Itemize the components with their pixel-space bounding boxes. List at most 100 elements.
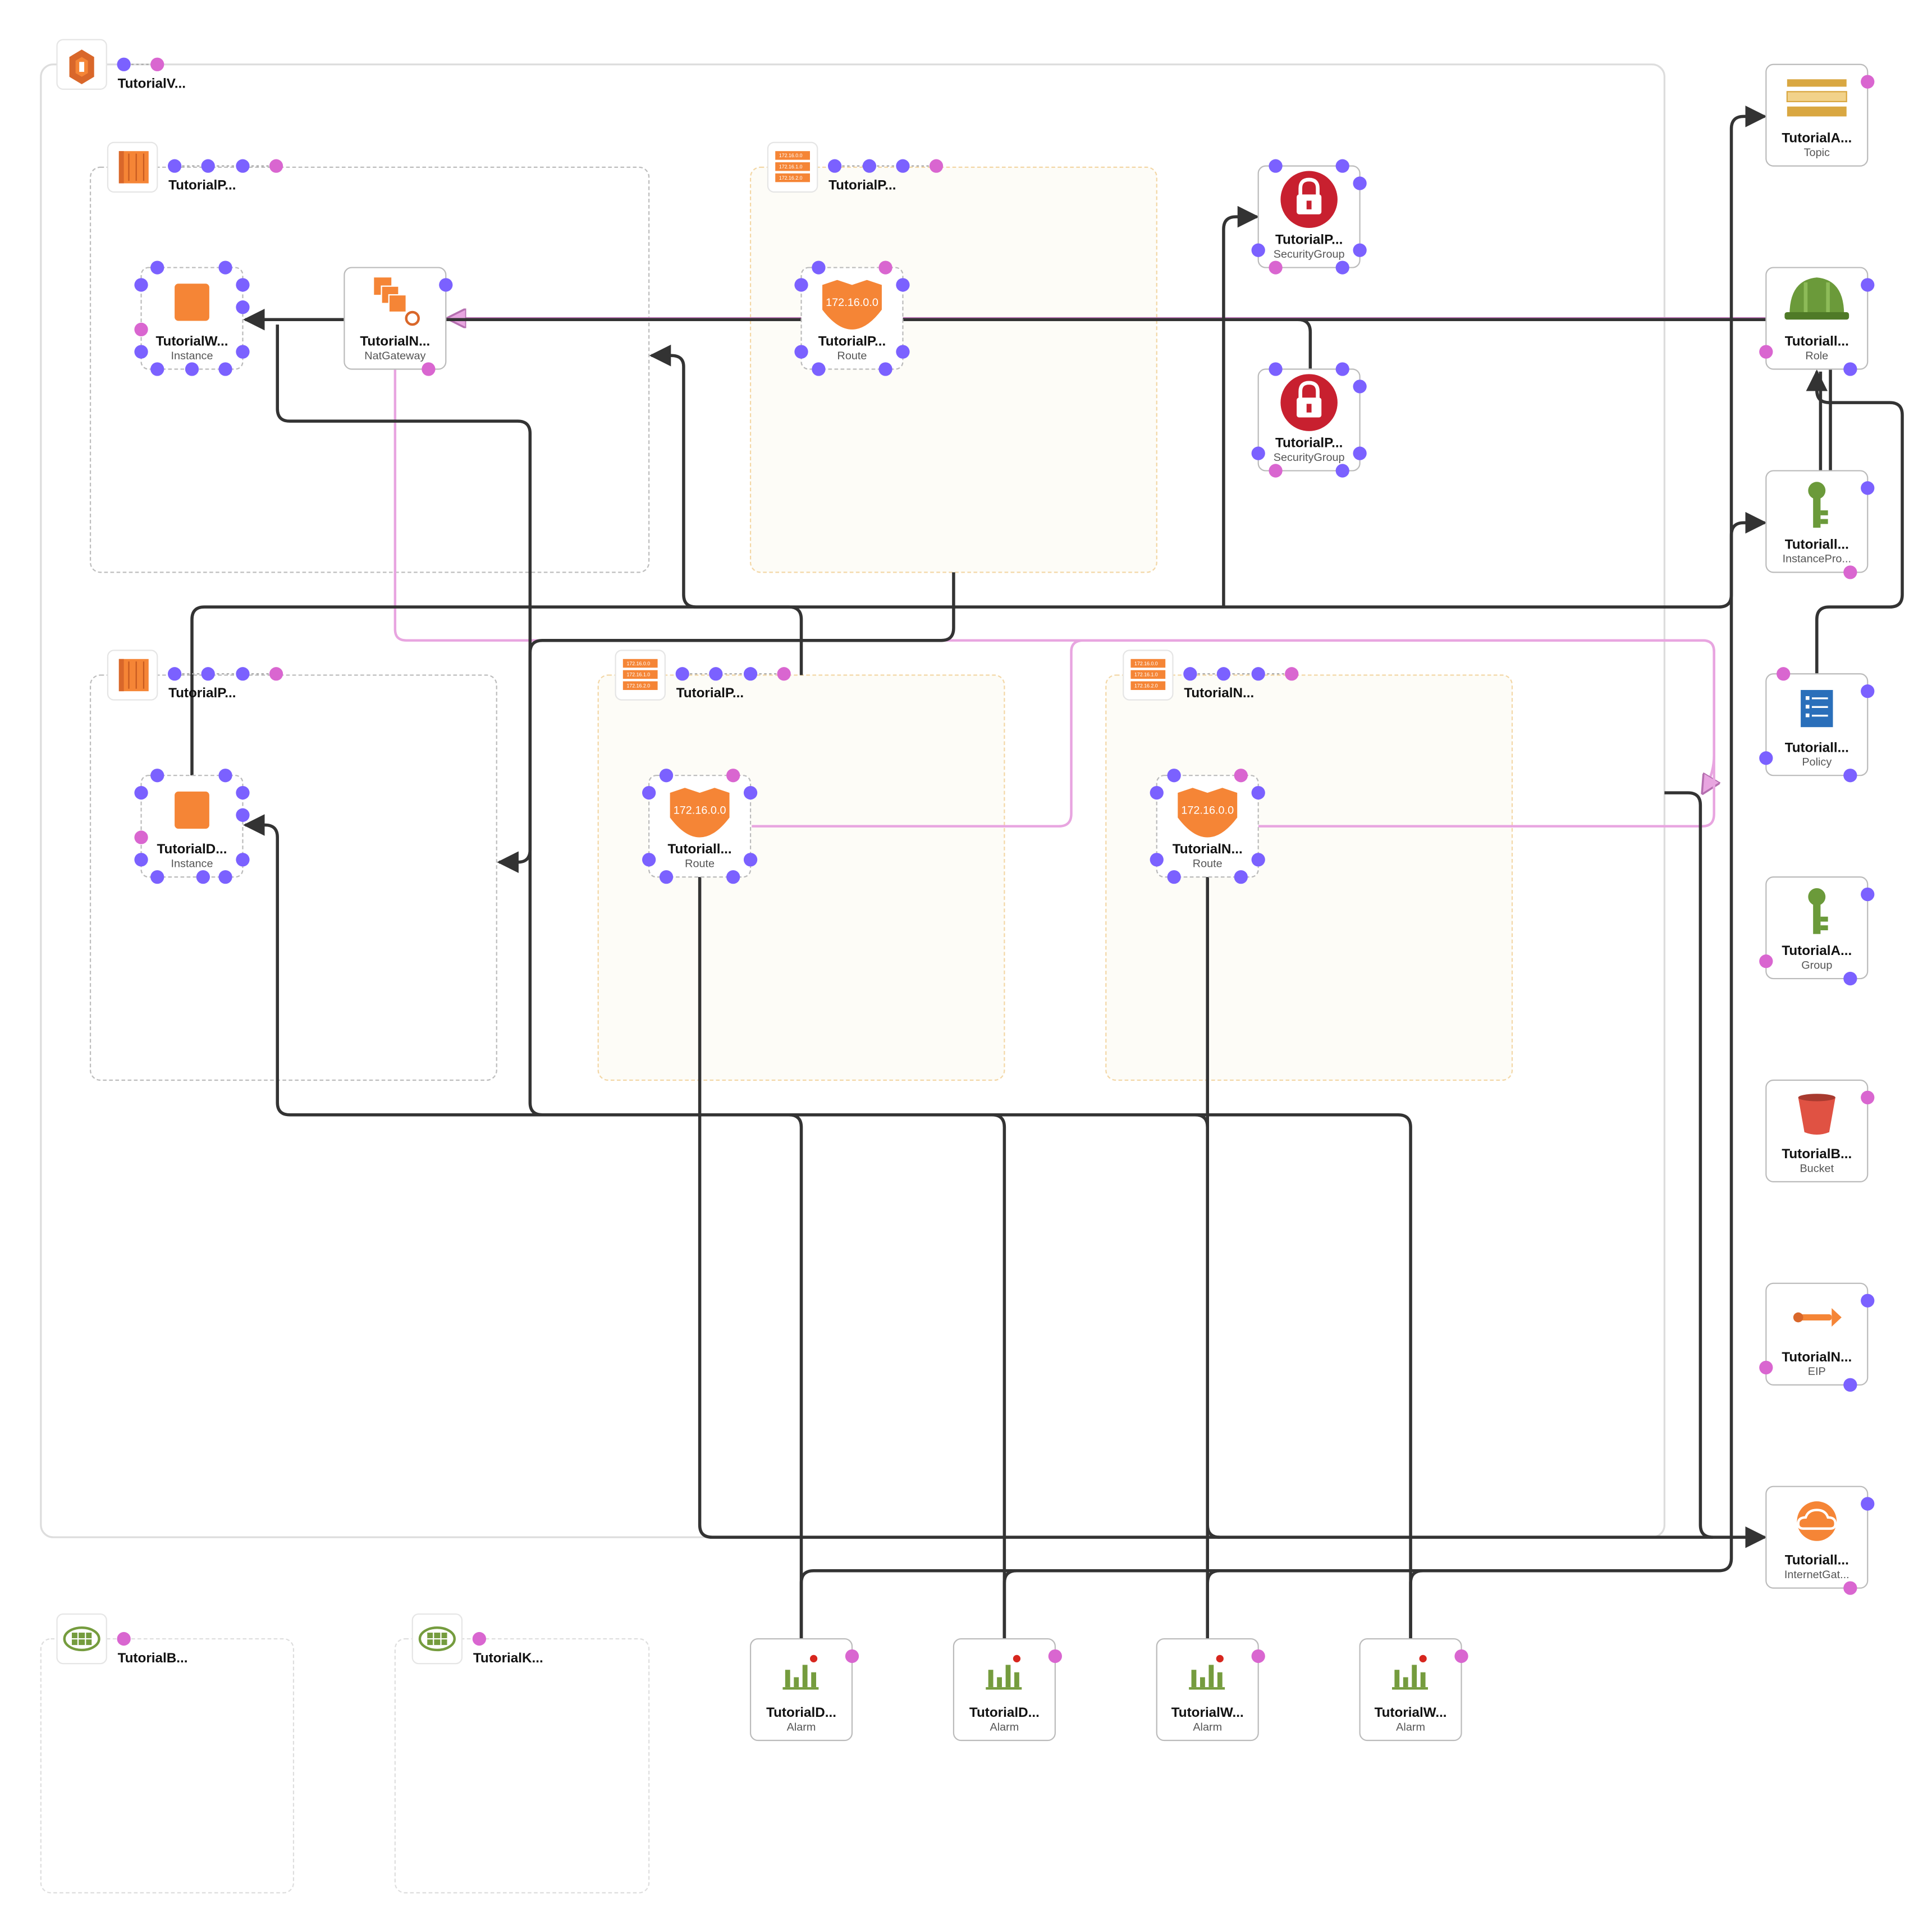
- edge-policy-to-role[interactable]: [1806, 369, 1904, 675]
- vpc-header[interactable]: TutorialV...: [56, 39, 186, 92]
- policy-port-1[interactable]: [1777, 667, 1791, 681]
- group-port-1[interactable]: [1861, 887, 1875, 902]
- edge-alarm-2-to-db[interactable]: [243, 814, 1006, 1639]
- template-header-2[interactable]: TutorialK...: [411, 1613, 543, 1666]
- sg2-ports[interactable]: [1251, 362, 1367, 478]
- rt-right-port-1[interactable]: [1183, 667, 1197, 681]
- edge-to-security-group-1[interactable]: [1222, 205, 1260, 607]
- subnet-bottom-port-1[interactable]: [167, 667, 182, 681]
- node-policy[interactable]: Tutoriall... Policy: [1759, 667, 1875, 783]
- subnet-bottom-port-3[interactable]: [236, 667, 250, 681]
- rt-right-port-3[interactable]: [1251, 667, 1265, 681]
- node-group[interactable]: TutorialA... Group: [1759, 876, 1875, 986]
- policy-port-2[interactable]: [1861, 684, 1875, 698]
- edge-alarm-3-line[interactable]: [1195, 1113, 1209, 1639]
- node-route-top[interactable]: 172.16.0.0 TutorialP... Route: [794, 261, 910, 376]
- role-port-3[interactable]: [1843, 362, 1857, 376]
- node-security-group-1[interactable]: TutorialP... SecurityGroup: [1251, 159, 1367, 275]
- group-port-2[interactable]: [1759, 954, 1773, 968]
- topic-port[interactable]: [1861, 75, 1875, 89]
- route-table-header-top[interactable]: 172.16.0.0 172.16.1.0 172.16.2.0 Tutoria…: [767, 141, 944, 193]
- template-2-port[interactable]: [472, 1631, 487, 1646]
- igw-port-2[interactable]: [1843, 1581, 1857, 1595]
- alarm-1-port[interactable]: [845, 1649, 859, 1663]
- eip-port-2[interactable]: [1759, 1360, 1773, 1375]
- subnet-bottom-port-2[interactable]: [201, 667, 215, 681]
- web-instance-ports[interactable]: [134, 261, 250, 376]
- edge-alarm-4-up[interactable]: [1409, 1569, 1423, 1639]
- template-1-port[interactable]: [117, 1631, 131, 1646]
- node-role[interactable]: Tutoriall... Role: [1759, 267, 1875, 376]
- subnet-top-port-1[interactable]: [167, 159, 182, 173]
- edge-alarm-4-line[interactable]: [793, 1113, 1412, 1639]
- node-internet-gateway[interactable]: Tutoriall... InternetGat...: [1765, 1486, 1875, 1595]
- node-topic[interactable]: TutorialA... Topic: [1765, 63, 1875, 167]
- policy-port-3[interactable]: [1759, 751, 1773, 765]
- policy-port-4[interactable]: [1843, 769, 1857, 783]
- rt-mid-port-4[interactable]: [777, 667, 791, 681]
- edge-route-mid-to-igw[interactable]: [752, 639, 1715, 828]
- bucket-port[interactable]: [1861, 1090, 1875, 1105]
- rt-mid-port-1[interactable]: [675, 667, 689, 681]
- rt-mid-port-3[interactable]: [743, 667, 758, 681]
- subnet-top-port-2[interactable]: [201, 159, 215, 173]
- node-alarm-2[interactable]: TutorialD... Alarm: [953, 1638, 1062, 1742]
- template-container-2[interactable]: [394, 1638, 650, 1894]
- subnet-container-top[interactable]: [89, 166, 650, 573]
- route-right-ports[interactable]: [1150, 769, 1265, 884]
- node-route-mid[interactable]: 172.16.0.0 Tutoriall... Route: [642, 769, 758, 884]
- rt-top-port-4[interactable]: [929, 159, 944, 173]
- igw-port-1[interactable]: [1861, 1497, 1875, 1511]
- node-alarm-3[interactable]: TutorialW... Alarm: [1156, 1638, 1265, 1742]
- rt-top-port-3[interactable]: [896, 159, 910, 173]
- db-instance-ports[interactable]: [134, 769, 250, 884]
- rt-top-port-1[interactable]: [827, 159, 842, 173]
- subnet-top-port-3[interactable]: [236, 159, 250, 173]
- node-alarm-1[interactable]: TutorialD... Alarm: [749, 1638, 859, 1742]
- subnet-bottom-port-4[interactable]: [269, 667, 283, 681]
- edge-alarm-bus[interactable]: [799, 595, 1733, 1639]
- node-nat-gateway[interactable]: TutorialN... NatGateway: [344, 267, 453, 376]
- group-port-3[interactable]: [1843, 971, 1857, 986]
- subnet-header-bottom[interactable]: TutorialP...: [107, 650, 283, 701]
- node-instance-profile[interactable]: Tutoriall... InstancePro...: [1765, 470, 1875, 579]
- node-eip[interactable]: TutorialN... EIP: [1759, 1282, 1875, 1392]
- eip-port-3[interactable]: [1843, 1378, 1857, 1392]
- vpc-port-2[interactable]: [150, 57, 164, 71]
- alarm-4-port[interactable]: [1454, 1649, 1468, 1663]
- role-port-1[interactable]: [1861, 278, 1875, 292]
- edge-route-right-to-igw-dark[interactable]: [1206, 875, 1220, 1539]
- rt-right-port-2[interactable]: [1216, 667, 1231, 681]
- subnet-top-port-4[interactable]: [269, 159, 283, 173]
- rt-mid-port-2[interactable]: [709, 667, 723, 681]
- sg1-ports[interactable]: [1251, 159, 1367, 275]
- instance-profile-port-2[interactable]: [1843, 565, 1857, 579]
- node-alarm-4[interactable]: TutorialW... Alarm: [1359, 1638, 1468, 1742]
- template-container-1[interactable]: [40, 1638, 295, 1894]
- edge-route-top-subnet[interactable]: [649, 344, 803, 675]
- route-table-header-mid[interactable]: 172.16.0.0 172.16.1.0 172.16.2.0 Tutoria…: [615, 650, 791, 701]
- rt-right-port-4[interactable]: [1285, 667, 1299, 681]
- role-port-2[interactable]: [1759, 345, 1773, 359]
- node-bucket[interactable]: TutorialB... Bucket: [1765, 1079, 1875, 1183]
- rt-top-port-2[interactable]: [862, 159, 877, 173]
- eip-port-1[interactable]: [1861, 1294, 1875, 1308]
- nat-port-1[interactable]: [439, 278, 453, 292]
- edge-alarm-2-up[interactable]: [1002, 1569, 1017, 1639]
- route-mid-ports[interactable]: [642, 769, 758, 884]
- route-top-ports[interactable]: [794, 261, 910, 376]
- edge-route-table-top-subnet-bottom[interactable]: [497, 572, 955, 873]
- subnet-header-top[interactable]: TutorialP...: [107, 141, 283, 193]
- alarm-3-port[interactable]: [1251, 1649, 1265, 1663]
- subnet-container-bottom[interactable]: [89, 674, 497, 1081]
- edge-db-instance-up[interactable]: [190, 106, 1767, 776]
- node-route-right[interactable]: 172.16.0.0 TutorialN... Route: [1150, 769, 1265, 884]
- edge-to-security-group-2[interactable]: [1293, 318, 1315, 433]
- edge-rt-right-igw[interactable]: [1664, 791, 1713, 1539]
- edge-alarm-3-up[interactable]: [1206, 1569, 1220, 1639]
- route-table-header-right[interactable]: 172.16.0.0 172.16.1.0 172.16.2.0 Tutoria…: [1123, 650, 1299, 701]
- node-security-group-2[interactable]: TutorialP... SecurityGroup: [1251, 362, 1367, 478]
- node-web-instance[interactable]: TutorialW... Instance: [134, 261, 250, 376]
- edge-to-instance-profile[interactable]: [1729, 511, 1767, 595]
- nat-port-2[interactable]: [422, 362, 436, 376]
